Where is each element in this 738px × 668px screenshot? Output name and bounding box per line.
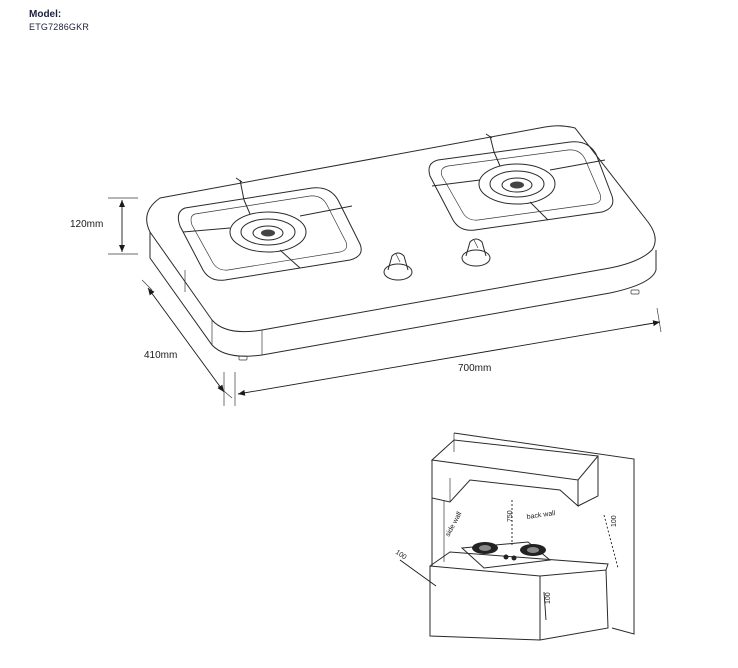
clearance-right-label: 100 xyxy=(611,515,618,527)
left-burner-cap xyxy=(252,225,284,241)
right-burner-center xyxy=(510,181,524,189)
left-burner xyxy=(177,177,362,281)
model-label: Model: xyxy=(29,9,62,20)
clearance-front-label: 100 xyxy=(545,592,552,604)
right-burner-cap xyxy=(501,177,533,193)
back-wall-panel xyxy=(453,432,635,635)
left-knob xyxy=(383,252,413,281)
right-burner-ring-mid xyxy=(489,170,545,198)
left-burner-ring-outer xyxy=(229,211,307,253)
model-number: ETG7286GKR xyxy=(29,22,90,32)
right-knob xyxy=(461,238,491,267)
depth-label: 410mm xyxy=(144,350,177,361)
right-pan-support xyxy=(428,141,614,231)
side-wall-label: side wall xyxy=(445,511,464,538)
mini-cooktop xyxy=(460,541,552,569)
foot xyxy=(630,289,640,295)
clearance-top-label: 750 xyxy=(507,510,514,522)
cooktop-front-skirt xyxy=(149,232,657,357)
left-pan-support xyxy=(177,187,362,281)
clearance-left-label: 100 xyxy=(394,549,408,561)
width-label: 700mm xyxy=(458,363,491,374)
depth-dimension xyxy=(141,279,236,406)
width-dimension xyxy=(237,307,662,396)
right-burner xyxy=(428,133,614,231)
cooktop-illustration xyxy=(146,125,657,361)
cooktop-top-surface xyxy=(146,125,656,333)
model-info: Model: ETG7286GKR xyxy=(29,9,89,33)
left-burner-ring-mid xyxy=(240,218,296,246)
height-label: 120mm xyxy=(70,219,103,230)
right-burner-ring-outer xyxy=(478,163,556,205)
back-wall-label: back wall xyxy=(526,510,556,521)
upper-cabinet-top xyxy=(430,439,599,481)
height-dimension xyxy=(108,197,138,255)
installation-diagram xyxy=(399,432,635,641)
left-burner-center xyxy=(261,229,275,237)
counter-base xyxy=(429,565,609,641)
